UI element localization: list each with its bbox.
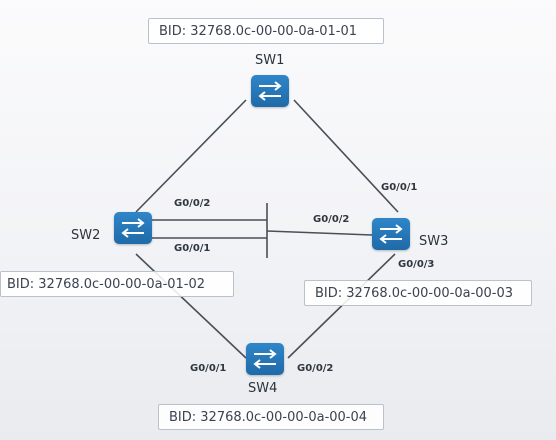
switch-arrows-icon [258,81,282,101]
sw1-switch-icon[interactable] [251,75,289,107]
sw1-label: SW1 [255,53,285,68]
sw2-switch-icon[interactable] [114,212,152,244]
link-hub-sw3 [266,230,373,236]
sw2-label: SW2 [71,228,101,243]
sw1-bid-box: BID: 32768.0c-00-00-0a-01-01 [148,18,384,44]
port-label-sw2-lower: G0/0/1 [174,243,211,254]
sw4-bid-box: BID: 32768.0c-00-00-0a-00-04 [158,404,384,430]
port-label-sw3-lower: G0/0/3 [398,259,435,270]
link-sw2-sw4 [135,253,247,359]
switch-arrows-icon [121,218,145,238]
sw2-bid-box: BID: 32768.0c-00-00-0a-01-02 [0,271,234,297]
link-sw1-sw3 [293,99,399,213]
sw4-switch-icon[interactable] [246,343,284,375]
sw3-bid-box: BID: 32768.0c-00-00-0a-00-03 [304,280,532,306]
port-label-sw4-right: G0/0/2 [297,363,334,374]
sw3-switch-icon[interactable] [372,218,410,250]
port-label-sw3-upper: G0/0/1 [381,182,418,193]
port-label-sw4-left: G0/0/1 [190,363,227,374]
link-sw1-sw2 [135,99,247,213]
switch-arrows-icon [379,224,403,244]
switch-arrows-icon [253,349,277,369]
port-label-sw3-left: G0/0/2 [313,214,350,225]
sw4-label: SW4 [248,381,278,396]
port-label-sw2-upper: G0/0/2 [174,198,211,209]
link-sw3-sw4 [287,253,396,359]
sw3-label: SW3 [419,234,449,249]
